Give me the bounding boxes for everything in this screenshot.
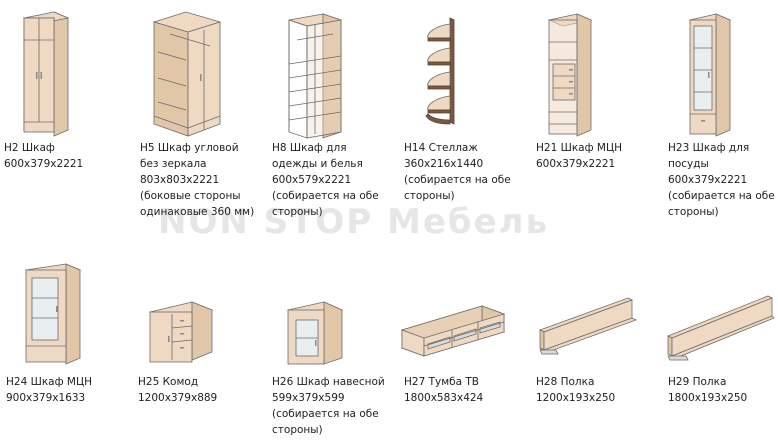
wardrobe-h2-image	[16, 10, 76, 137]
display-cabinet-h24-image	[22, 262, 86, 365]
corner-wardrobe-h5-image	[148, 11, 228, 137]
curved-rack-h14-image	[420, 16, 464, 126]
cabinet-h21-image	[545, 12, 601, 137]
shelf-h29-image	[664, 292, 776, 364]
chest-of-drawers-h25-image	[146, 300, 216, 364]
tv-stand-h27-image	[398, 300, 510, 362]
wall-cabinet-h26-image	[284, 298, 348, 366]
open-wardrobe-h8-image	[285, 12, 351, 139]
display-cabinet-h23-image	[686, 12, 742, 137]
shelf-h28-image	[536, 296, 640, 360]
